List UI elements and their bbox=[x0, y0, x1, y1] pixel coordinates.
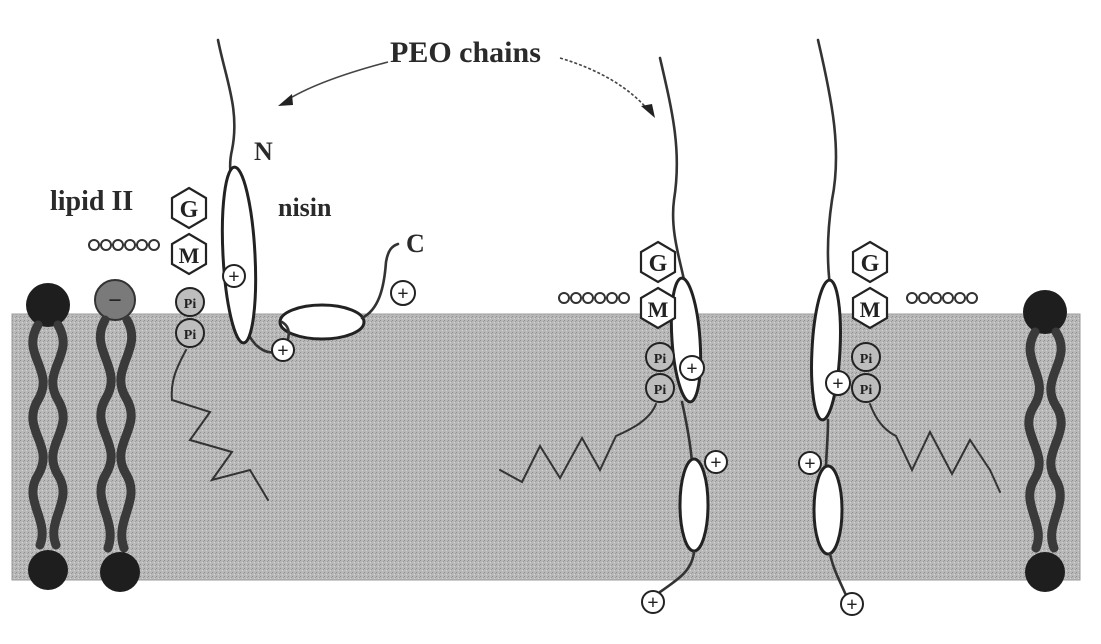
lipid-ii-right: G M Pi Pi bbox=[851, 240, 1001, 493]
c-terminus-label: C bbox=[406, 229, 425, 258]
peo-chains-label: PEO chains bbox=[390, 36, 541, 69]
pore-complex-left: + + + G M Pi Pi bbox=[499, 56, 728, 614]
svg-text:+: + bbox=[277, 340, 288, 362]
svg-text:G: G bbox=[861, 251, 880, 277]
svg-text:M: M bbox=[179, 243, 200, 268]
n-terminus-label: N bbox=[254, 137, 273, 166]
svg-text:Pi: Pi bbox=[860, 383, 873, 398]
svg-text:+: + bbox=[686, 358, 697, 380]
nisin-helix-upper-left bbox=[220, 165, 258, 345]
phospholipid-left-1 bbox=[26, 283, 70, 590]
membrane-bilayer bbox=[11, 313, 1081, 581]
svg-text:G: G bbox=[649, 251, 668, 277]
svg-text:+: + bbox=[710, 452, 721, 474]
svg-text:M: M bbox=[648, 297, 669, 322]
peo-chain-middle bbox=[658, 56, 686, 282]
svg-text:Pi: Pi bbox=[184, 297, 197, 312]
lipid-ii-middle: G M Pi Pi bbox=[499, 240, 677, 484]
phospholipid-left-2: − bbox=[94, 279, 140, 592]
svg-text:+: + bbox=[832, 373, 843, 395]
svg-text:Pi: Pi bbox=[184, 328, 197, 343]
phospholipid-right bbox=[1023, 290, 1067, 592]
svg-text:+: + bbox=[804, 453, 815, 475]
svg-text:+: + bbox=[397, 283, 408, 305]
svg-text:G: G bbox=[180, 197, 199, 223]
svg-text:M: M bbox=[860, 297, 881, 322]
svg-text:Pi: Pi bbox=[654, 352, 667, 367]
svg-text:Pi: Pi bbox=[654, 383, 667, 398]
svg-text:Pi: Pi bbox=[860, 352, 873, 367]
lipid-ii-label: lipid II bbox=[50, 186, 133, 217]
lipid-ii-left: G M Pi Pi bbox=[88, 186, 269, 501]
peo-label-arrows bbox=[278, 57, 655, 118]
nisin-label: nisin bbox=[278, 193, 332, 222]
svg-text:+: + bbox=[228, 266, 239, 288]
peo-chain-right bbox=[816, 38, 838, 288]
pore-complex-right: + + + G M Pi Pi bbox=[798, 38, 1001, 616]
nisin-helix-lower-right bbox=[812, 464, 844, 556]
nisin-ring-horizontal bbox=[278, 303, 366, 341]
svg-text:+: + bbox=[846, 594, 857, 616]
nisin-helix-lower-middle bbox=[678, 457, 710, 553]
svg-text:+: + bbox=[647, 592, 658, 614]
left-nisin-complex: + + + G M Pi Pi bbox=[88, 38, 416, 501]
minus-charge-label: − bbox=[108, 288, 122, 314]
